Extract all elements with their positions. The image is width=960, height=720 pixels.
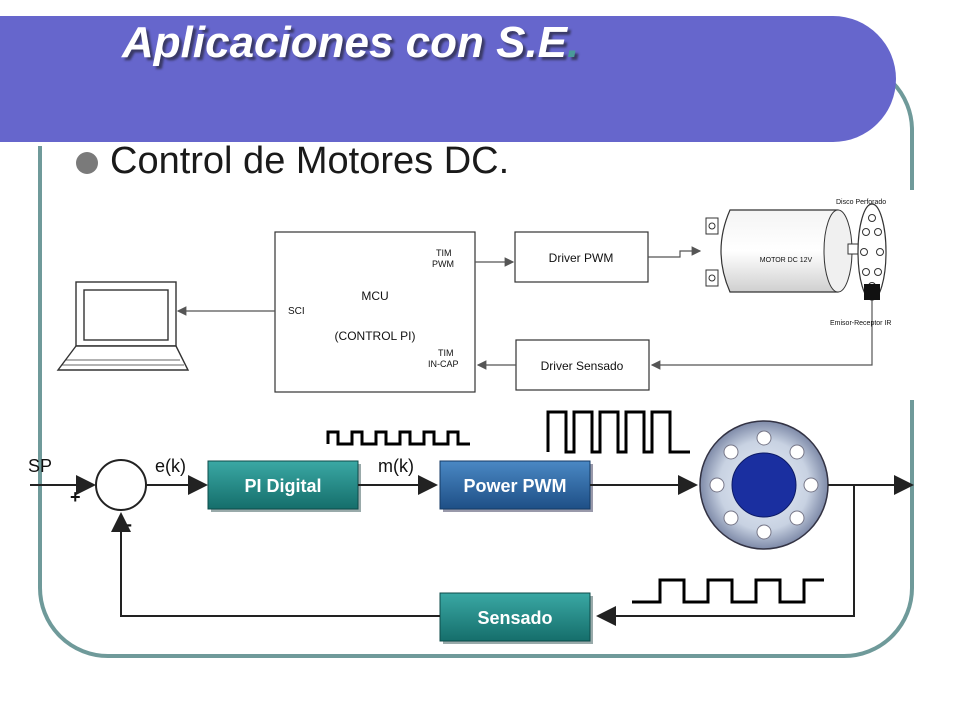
output-label: m(k) bbox=[378, 456, 414, 476]
sci-label: SCI bbox=[288, 306, 305, 317]
perforated-disc-icon bbox=[857, 203, 887, 301]
bullet-text: Control de Motores DC. bbox=[110, 140, 510, 182]
driver-sensado-block bbox=[515, 339, 650, 391]
feedback-waveform bbox=[632, 578, 824, 604]
motor-dc-icon: MOTOR DC 12V bbox=[705, 209, 863, 293]
driver-pwm-block bbox=[514, 231, 649, 283]
tim-pwm-label-2: PWM bbox=[432, 259, 454, 269]
tim-incap-label-2: IN-CAP bbox=[428, 359, 459, 369]
pi-digital-block bbox=[207, 460, 359, 510]
sensado-block bbox=[439, 592, 591, 642]
tim-incap-label-1: TIM bbox=[438, 348, 454, 358]
error-label: e(k) bbox=[155, 456, 186, 476]
driver-pwm-label: Driver PWM bbox=[549, 251, 614, 265]
summing-junction bbox=[95, 459, 147, 511]
disco-label: Disco Perforado bbox=[836, 199, 886, 206]
slide-title: Aplicaciones con S.E. bbox=[122, 18, 579, 68]
sensor-return-arrow bbox=[650, 300, 873, 370]
emisor-label: Emisor-Receptor IR bbox=[830, 320, 891, 327]
power-pwm-block bbox=[439, 460, 591, 510]
slide-title-dot: . bbox=[567, 18, 580, 67]
laptop-icon bbox=[56, 281, 190, 371]
feedback-arrow-in bbox=[596, 485, 855, 626]
tim-pwm-label-1: TIM bbox=[436, 248, 452, 258]
driver-sensado-label: Driver Sensado bbox=[541, 359, 624, 373]
pwm-waveform-large bbox=[546, 410, 690, 454]
control-pi-label: (CONTROL PI) bbox=[335, 329, 416, 343]
motor-label: MOTOR DC 12V bbox=[760, 257, 813, 264]
power-pwm-label: Power PWM bbox=[463, 476, 566, 496]
mcu-label: MCU bbox=[361, 289, 388, 303]
motor-drive-arrow bbox=[648, 246, 702, 258]
pi-digital-label: PI Digital bbox=[244, 476, 321, 496]
title-underline bbox=[0, 142, 848, 146]
bullet-icon bbox=[76, 152, 98, 174]
mcu-block bbox=[274, 231, 476, 393]
slide-title-text: Aplicaciones con S.E bbox=[122, 18, 568, 67]
feedback-arrow-out bbox=[111, 512, 440, 617]
pwm-waveform-small bbox=[326, 430, 470, 446]
plus-sign: + bbox=[70, 487, 81, 507]
encoder-disc-icon bbox=[699, 420, 829, 550]
title-bar bbox=[0, 16, 896, 146]
minus-sign: - bbox=[126, 514, 132, 534]
sp-label: SP bbox=[28, 456, 52, 476]
sensado-label: Sensado bbox=[477, 608, 552, 628]
